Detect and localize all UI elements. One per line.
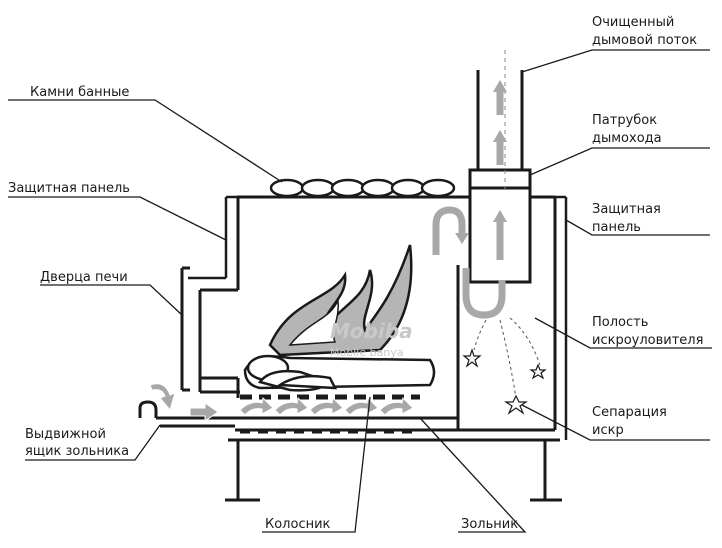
sauna-stones [269,178,456,198]
label-spark-cavity-line1: Полость [592,315,648,330]
label-drawer-line2: ящик зольника [25,444,129,459]
airflow-arrows [149,383,414,422]
watermark-brand: Mobiba [330,319,413,343]
label-door: Дверца печи [40,270,128,285]
spark-paths [473,317,541,399]
shield-panel-left [188,195,238,280]
label-spark-cavity-line2: искроуловителя [592,333,703,348]
flame-icon [268,244,413,357]
label-stones: Камни банные [30,85,129,100]
label-clean-smoke-line1: Очищенный [592,15,674,30]
label-shield-right-line2: панель [592,220,641,235]
leader-lines [8,49,712,533]
watermark: Mobiba Mobile banya [330,319,413,359]
label-clean-smoke-line2: дымовой поток [592,33,697,48]
stove-legs [225,438,562,502]
label-spark-sep-line2: искр [592,423,624,438]
label-shield-right-line1: Защитная [592,202,661,217]
label-ash-pit: Зольник [461,517,518,532]
shield-panel-right [555,195,568,440]
gas-flow-arrowheads [455,80,507,244]
label-grate: Колосник [265,517,331,532]
label-chimney-pipe-line1: Патрубок [592,113,657,128]
label-drawer-line1: Выдвижной [25,427,106,442]
ash-drawer [138,400,235,428]
gas-flow-arrows [432,90,506,319]
label-shield-left: Защитная панель [8,181,130,196]
label-spark-sep-line1: Сепарация [592,405,667,420]
label-chimney-pipe-line2: дымохода [592,131,662,146]
stove-door [180,266,240,394]
firewood-logs [243,354,436,392]
watermark-sub: Mobile banya [330,346,404,359]
spark-icon [462,348,547,415]
